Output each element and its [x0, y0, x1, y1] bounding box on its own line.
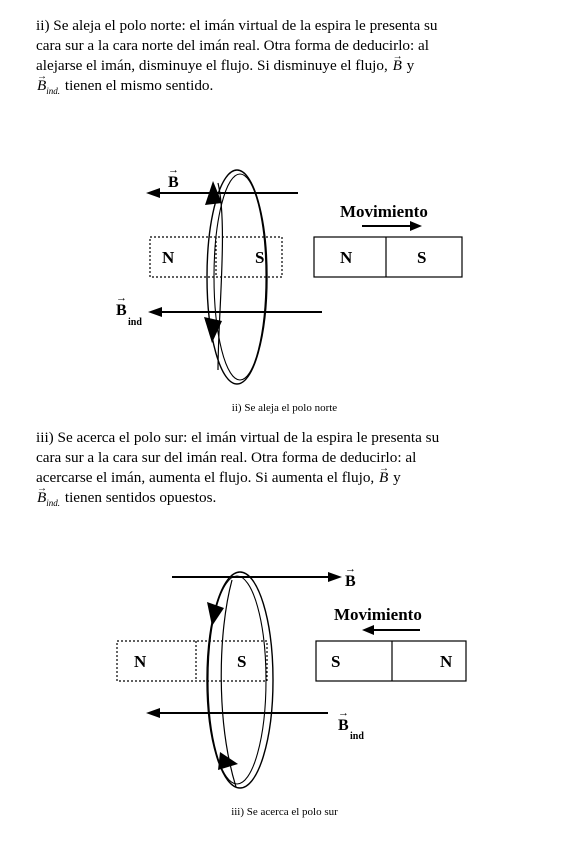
current-arrow-right-icon	[218, 752, 238, 770]
vector-b-symbol: B	[379, 469, 389, 486]
ring-front	[206, 571, 274, 789]
current-arrow-down-icon	[204, 317, 222, 343]
arrowhead-right-icon	[328, 572, 342, 582]
virtual-magnet	[116, 640, 268, 682]
text-line: cara sur a la cara norte del imán real. …	[36, 37, 429, 54]
real-pole-s: S	[331, 652, 340, 671]
movement-label: Movimiento	[334, 605, 422, 624]
arrowhead-left-icon	[148, 307, 162, 317]
vector-arrow-icon: →	[37, 483, 47, 494]
virtual-pole-s: S	[237, 652, 246, 671]
arrowhead-left-icon	[146, 708, 160, 718]
text-line: →Bind. tienen sentidos opuestos.	[36, 483, 532, 513]
vector-b-ind: →Bind.	[36, 483, 61, 513]
paragraph-section-iii: iii) Se acerca el polo sur: el imán virt…	[36, 428, 532, 513]
virtual-pole-n: N	[134, 652, 147, 671]
text-fragment: alejarse el imán, disminuye el flujo. Si…	[36, 57, 388, 74]
vector-b: →B	[392, 51, 403, 76]
ring-front	[206, 169, 268, 385]
vector-arrow-icon: →	[392, 51, 403, 62]
figure-caption-ii: ii) Se aleja el polo norte	[231, 402, 338, 414]
text-fragment: tienen el mismo sentido.	[64, 77, 214, 94]
paragraph-section-ii: ii) Se aleja el polo norte: el imán virt…	[36, 16, 532, 101]
figure-caption-iii: iii) Se acerca el polo sur	[231, 806, 338, 818]
vector-arrow-icon: →	[37, 71, 47, 82]
real-magnet	[313, 236, 463, 278]
conjunction: y	[406, 57, 415, 74]
ring-front-inner	[213, 173, 267, 381]
real-pole-n: N	[340, 248, 353, 267]
text-line: cara sur a la cara sur del imán real. Ot…	[36, 449, 417, 466]
virtual-pole-n: N	[162, 248, 175, 267]
diagram-section-iii: N S B → B ind → Movimiento S N	[116, 563, 467, 789]
conjunction: y	[393, 469, 401, 486]
b-ind-label: B	[116, 302, 127, 319]
vector-b-ind-symbol: B	[37, 77, 47, 94]
b-ind-label: B	[338, 717, 349, 734]
virtual-pole-s: S	[255, 248, 264, 267]
b-label: B	[345, 573, 356, 590]
text-line: →Bind. tienen el mismo sentido.	[36, 71, 532, 101]
b-ind-subscript: ind	[350, 731, 364, 742]
text-fragment: tienen sentidos opuestos.	[64, 489, 217, 506]
vector-b-ind-symbol: B	[37, 489, 47, 506]
vector-subscript: ind.	[46, 498, 61, 509]
real-pole-n: N	[440, 652, 453, 671]
arrowhead-right-icon	[410, 221, 422, 231]
text-line: alejarse el imán, disminuye el flujo. Si…	[36, 51, 532, 76]
current-arrow-up-icon	[205, 181, 222, 205]
b-label: B	[168, 174, 179, 191]
text-line: iii) Se acerca el polo sur: el imán virt…	[36, 429, 440, 446]
ring-front-inner	[207, 575, 267, 785]
vector-arrow-icon: →	[345, 563, 356, 575]
vector-arrow-icon: →	[338, 707, 349, 719]
real-pole-s: S	[417, 248, 426, 267]
text-fragment: acercarse el imán, aumenta el flujo. Si …	[36, 469, 375, 486]
arrowhead-left-icon	[146, 188, 160, 198]
vector-arrow-icon: →	[379, 463, 390, 474]
text-line: ii) Se aleja el polo norte: el imán virt…	[36, 17, 438, 34]
diagram-section-ii: N S B → B ind → Movimiento N S	[116, 164, 463, 385]
arrowhead-left-icon	[362, 625, 374, 635]
real-magnet	[315, 640, 467, 682]
vector-arrow-icon: →	[116, 292, 127, 304]
movement-label: Movimiento	[340, 202, 428, 221]
text-line: acercarse el imán, aumenta el flujo. Si …	[36, 463, 532, 488]
vector-subscript: ind.	[46, 86, 61, 97]
vector-b-symbol: B	[392, 57, 402, 74]
current-arrow-down-icon	[207, 602, 224, 626]
vector-arrow-icon: →	[168, 164, 179, 176]
b-ind-subscript: ind	[128, 317, 142, 328]
vector-b-ind: →Bind.	[36, 71, 61, 101]
vector-b: →B	[378, 463, 389, 488]
